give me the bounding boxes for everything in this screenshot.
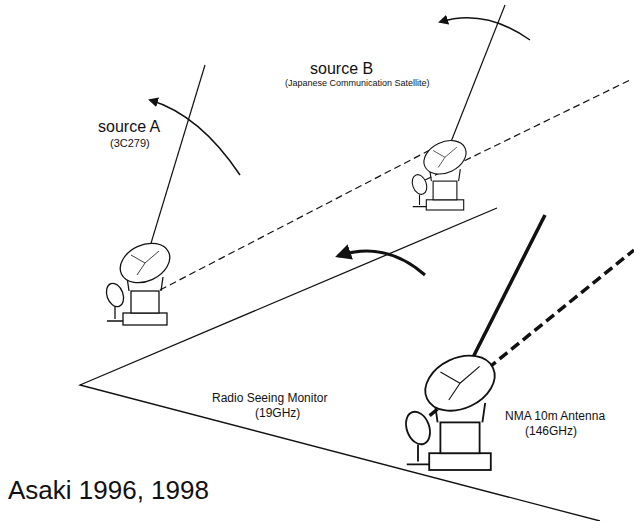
rotation-arrow: [150, 100, 240, 175]
antenna-symbol: [410, 134, 472, 210]
annotation-label: source A: [98, 118, 160, 136]
ground-plane: [80, 208, 600, 521]
antenna-symbol: [402, 345, 504, 470]
beam-line: [445, 5, 505, 157]
annotation-label: (3C279): [110, 137, 150, 149]
annotation-label: (19GHz): [255, 407, 300, 420]
annotation-label: (146GHz): [525, 425, 577, 438]
caption-text: Asaki 1996, 1998: [8, 476, 209, 505]
beam-line: [145, 65, 205, 263]
annotation-label: (Japanese Communication Satellite): [285, 79, 430, 89]
annotation-label: source B: [310, 60, 373, 78]
rotation-arrow: [440, 18, 530, 40]
antenna-symbol: [103, 236, 176, 325]
rotation-arrow: [338, 251, 425, 275]
annotation-label: NMA 10m Antenna: [505, 410, 605, 423]
beam-line: [160, 150, 430, 290]
annotation-label: Radio Seeing Monitor: [212, 392, 327, 405]
